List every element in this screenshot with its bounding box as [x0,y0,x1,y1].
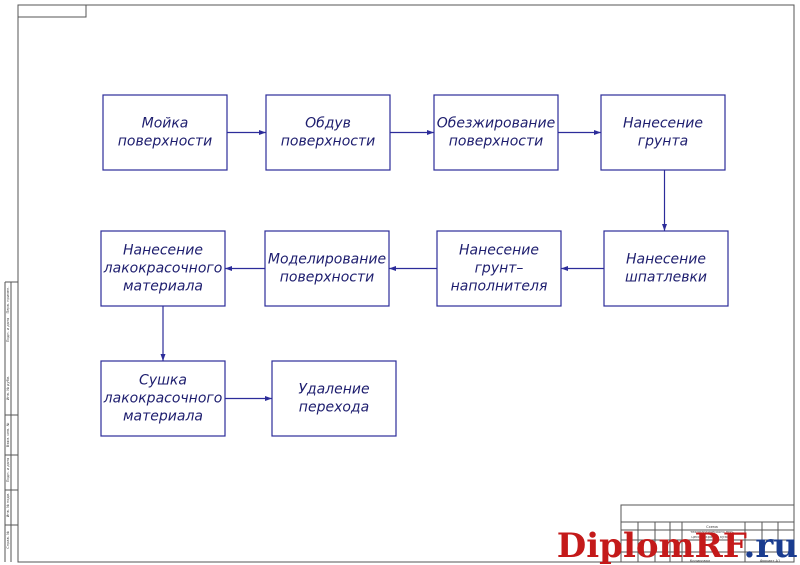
process-node: Нанесение грунт– наполнителя [436,230,562,307]
node-label-line: материала [123,409,203,425]
flow-arrow [390,130,434,135]
copied-by-label: Копировал [690,559,711,563]
node-label-line: поверхности [449,134,543,150]
process-node: Нанесение шпатлевки [603,230,729,307]
node-box [271,360,397,437]
node-label-line: Нанесение [623,116,703,132]
node-label-line: Моделирование [268,252,386,268]
margin-stamp-label: Перв. примен. [6,287,10,314]
format-label: Формат А1 [760,559,780,563]
flow-arrows [160,130,667,401]
node-label-line: поверхности [118,134,212,150]
node-box [600,94,726,171]
title-line-3: цесса окраски кузова [691,535,732,539]
flow-arrow [225,396,272,401]
title-block: Схема технологического про- цесса окраск… [620,504,795,563]
node-box [102,94,228,171]
title-line-1: Схема [706,525,718,529]
node-label-line: Нанесение [459,243,539,259]
node-box [264,230,390,307]
arrowhead [561,266,568,271]
flow-arrow [160,306,166,361]
arrowhead [594,130,601,135]
process-node: Обезжирование поверхности [433,94,559,171]
node-label-line: материала [123,279,203,295]
node-box [100,230,226,307]
arrowhead [662,224,667,231]
node-label-line: наполнителя [451,279,548,295]
arrowhead [259,130,266,135]
process-node: Мойка поверхности [102,94,228,171]
flow-arrow [558,130,601,135]
margin-stamp-label: Подп. и дата [6,458,10,482]
margin-stamp-label: Подп. и дата [6,318,10,342]
node-label-line: Удаление [298,382,369,398]
node-label-line: лакокрасочного [103,391,223,407]
watermark-part-3: .ru [744,526,798,565]
watermark-part-2: RF [695,526,747,565]
flow-arrow [662,170,667,231]
arrowhead [265,396,272,401]
node-label-line: поверхности [280,270,374,286]
arrowhead [389,266,396,271]
title-line-2: технологического про- [690,530,734,534]
flow-arrow [227,130,266,135]
margin-stamp-label: Инв. № дубл. [6,376,10,401]
node-label-line: перехода [299,400,369,416]
flow-arrow [225,266,265,271]
node-box [436,230,562,307]
node-label-line: Нанесение [626,252,706,268]
flow-arrow [389,266,437,271]
process-node: Обдув поверхности [265,94,391,171]
node-label-line: Мойка [142,116,189,132]
flow-arrow [561,266,604,271]
watermark: DiplomRF.ru [557,526,798,565]
node-label-line: шпатлевки [625,270,707,286]
node-box [265,94,391,171]
node-label-line: лакокрасочного [103,261,223,277]
margin-stamp-label: Инв. № подл. [6,493,10,518]
node-label-line: Обдув [305,116,351,132]
node-box [433,94,559,171]
arrowhead [160,354,166,361]
node-label-line: Обезжирование [437,116,556,132]
node-label-line: поверхности [281,134,375,150]
arrowhead [225,266,232,271]
node-label-line: грунта [638,134,688,150]
arrowhead [427,130,434,135]
process-node: Нанесение лакокрасочного материала [100,230,226,307]
node-box [100,360,226,437]
margin-stamp-label: Справ. № [6,531,10,549]
process-node: Нанесение грунта [600,94,726,171]
process-nodes: МойкаповерхностиОбдувповерхностиОбезжиро… [100,94,729,437]
process-node: Сушка лакокрасочного материала [100,360,226,437]
sheet-frame [4,4,795,563]
node-label-line: Нанесение [123,243,203,259]
node-box [603,230,729,307]
node-label-line: Сушка [139,373,187,389]
process-node: Удаление перехода [271,360,397,437]
margin-stamp-label: Взам. инв. № [6,423,10,448]
node-label-line: грунт– [475,261,524,277]
watermark-part-1: Diplom [557,526,695,565]
process-node: Моделирование поверхности [264,230,390,307]
